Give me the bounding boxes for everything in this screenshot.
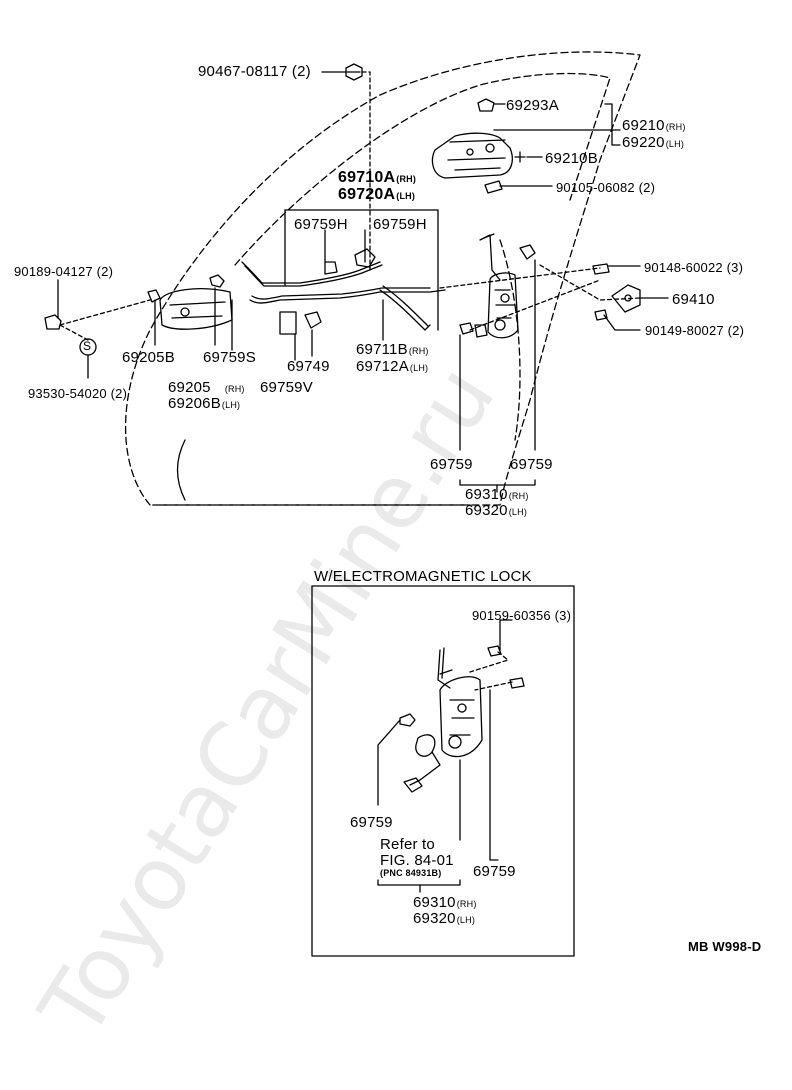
inset-lock-assembly [399, 645, 525, 793]
label-69759h-2: 69759H [373, 216, 427, 233]
inside-handle [147, 274, 233, 330]
door-outline [124, 51, 641, 506]
label-90148: 90148-60022 (3) [644, 260, 744, 275]
window-frame [234, 72, 611, 266]
lock-rods [241, 248, 446, 331]
label-69720a-lh: 69720A(LH) [338, 186, 416, 203]
label-69310-rh: 69310(RH) [465, 486, 529, 503]
label-s: S [83, 339, 92, 353]
label-69759h-1: 69759H [294, 216, 348, 233]
label-69759-b: 69759 [510, 456, 553, 473]
label-69210b: 69210B [545, 150, 598, 167]
label-69759-a: 69759 [430, 456, 473, 473]
label-69205-rh: 69205 (RH) [168, 379, 245, 396]
label-69712a-lh: 69712A(LH) [356, 358, 429, 375]
inset-box [311, 585, 575, 957]
label-90467: 90467-08117 (2) [198, 63, 311, 80]
refer-line-1: Refer to [380, 836, 435, 853]
label-69759v: 69759V [260, 379, 313, 396]
label-69310-rh-inset: 69310(RH) [413, 894, 477, 911]
label-69759s: 69759S [203, 349, 256, 366]
outside-handle [431, 132, 513, 179]
inset-title: W/ELECTROMAGNETIC LOCK [314, 568, 532, 585]
label-90189: 90189-04127 (2) [14, 264, 114, 279]
label-69320-lh-inset: 69320(LH) [413, 910, 476, 927]
label-69711b-rh: 69711B(RH) [356, 341, 429, 358]
label-69210-rh: 69210(RH) [622, 117, 686, 134]
label-90159: 90159-60356 (3) [472, 608, 572, 623]
label-69749: 69749 [287, 358, 330, 375]
label-69759-d: 69759 [473, 863, 516, 880]
label-90105: 90105-06082 (2) [556, 180, 656, 195]
door-lock-assembly [474, 233, 536, 339]
label-69410: 69410 [672, 291, 715, 308]
door-inner-line [499, 239, 521, 441]
label-69205b: 69205B [122, 349, 175, 366]
label-93530: 93530-54020 (2) [28, 386, 128, 401]
label-69206b-lh: 69206B(LH) [168, 395, 241, 412]
label-90149: 90149-80027 (2) [645, 323, 745, 338]
diagram-id: MB W998-D [688, 939, 762, 954]
label-69220-lh: 69220(LH) [622, 134, 685, 151]
refer-line-2: FIG. 84-01 [380, 852, 454, 869]
label-69710a-rh: 69710A(RH) [338, 169, 417, 186]
label-69293a: 69293A [506, 97, 559, 114]
refer-line-3: (PNC 84931B) [380, 868, 442, 878]
part-69759v [279, 311, 297, 335]
label-69759-c: 69759 [350, 814, 393, 831]
label-69320-lh: 69320(LH) [465, 502, 528, 519]
